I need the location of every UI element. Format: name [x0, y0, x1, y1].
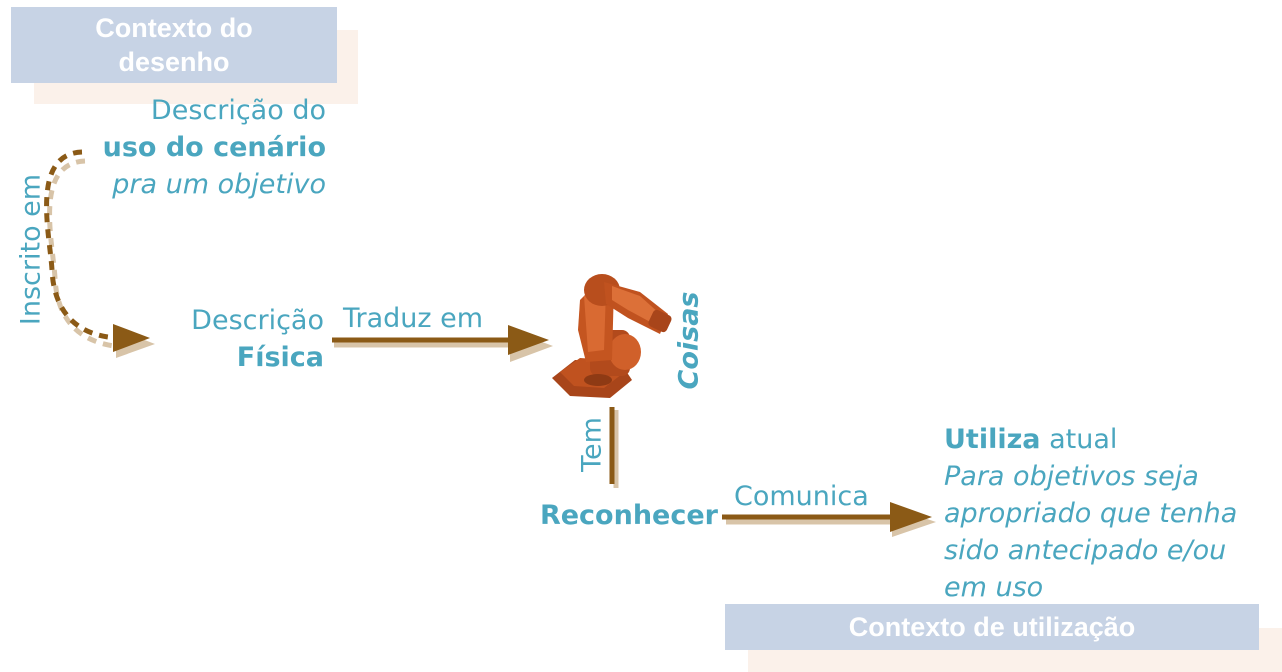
has-label: Tem	[576, 417, 608, 472]
physical-line-2: Física	[236, 342, 324, 373]
design-context-box: Contexto do desenho	[11, 7, 337, 83]
translates-arrowhead	[508, 325, 549, 355]
translates-label: Traduz em	[343, 303, 484, 334]
recognize-label: Reconhecer	[539, 500, 718, 531]
communicates-arrowhead	[890, 502, 932, 532]
scenario-line-1: Descrição do	[150, 95, 326, 126]
things-label: Coisas	[673, 291, 705, 390]
utilize-line-4: sido antecipado e/ou	[944, 535, 1227, 566]
utilize-line-1: Utiliza atual	[944, 421, 1264, 458]
inscribed-label: Inscrito em	[15, 173, 47, 326]
usage-context-box: Contexto de utilização	[725, 604, 1259, 650]
physical-description: Descrição Física	[150, 302, 324, 376]
inscribed-connector	[44, 149, 121, 341]
utilize-line-2: Para objetivos seja	[944, 461, 1199, 492]
utilize-line-3: apropriado que tenha	[944, 498, 1238, 529]
scenario-line-2: uso do cenário	[102, 132, 326, 163]
communicates-label: Comunica	[734, 481, 869, 512]
utilize-rest: atual	[1040, 424, 1118, 455]
usage-context-label: Contexto de utilização	[848, 612, 1136, 642]
design-context-label: Contexto do desenho	[95, 13, 253, 77]
utilize-bold: Utiliza	[944, 424, 1041, 455]
physical-line-1: Descrição	[191, 305, 324, 336]
robot-arm-icon	[552, 274, 672, 398]
utilize-line-5: em uso	[944, 572, 1044, 603]
utilize-description: Utiliza atual Para objetivos seja apropr…	[944, 421, 1264, 606]
inscribed-arrowhead	[113, 324, 150, 352]
scenario-line-3: pra um objetivo	[112, 169, 326, 200]
scenario-description: Descrição do uso do cenário pra um objet…	[60, 92, 326, 203]
